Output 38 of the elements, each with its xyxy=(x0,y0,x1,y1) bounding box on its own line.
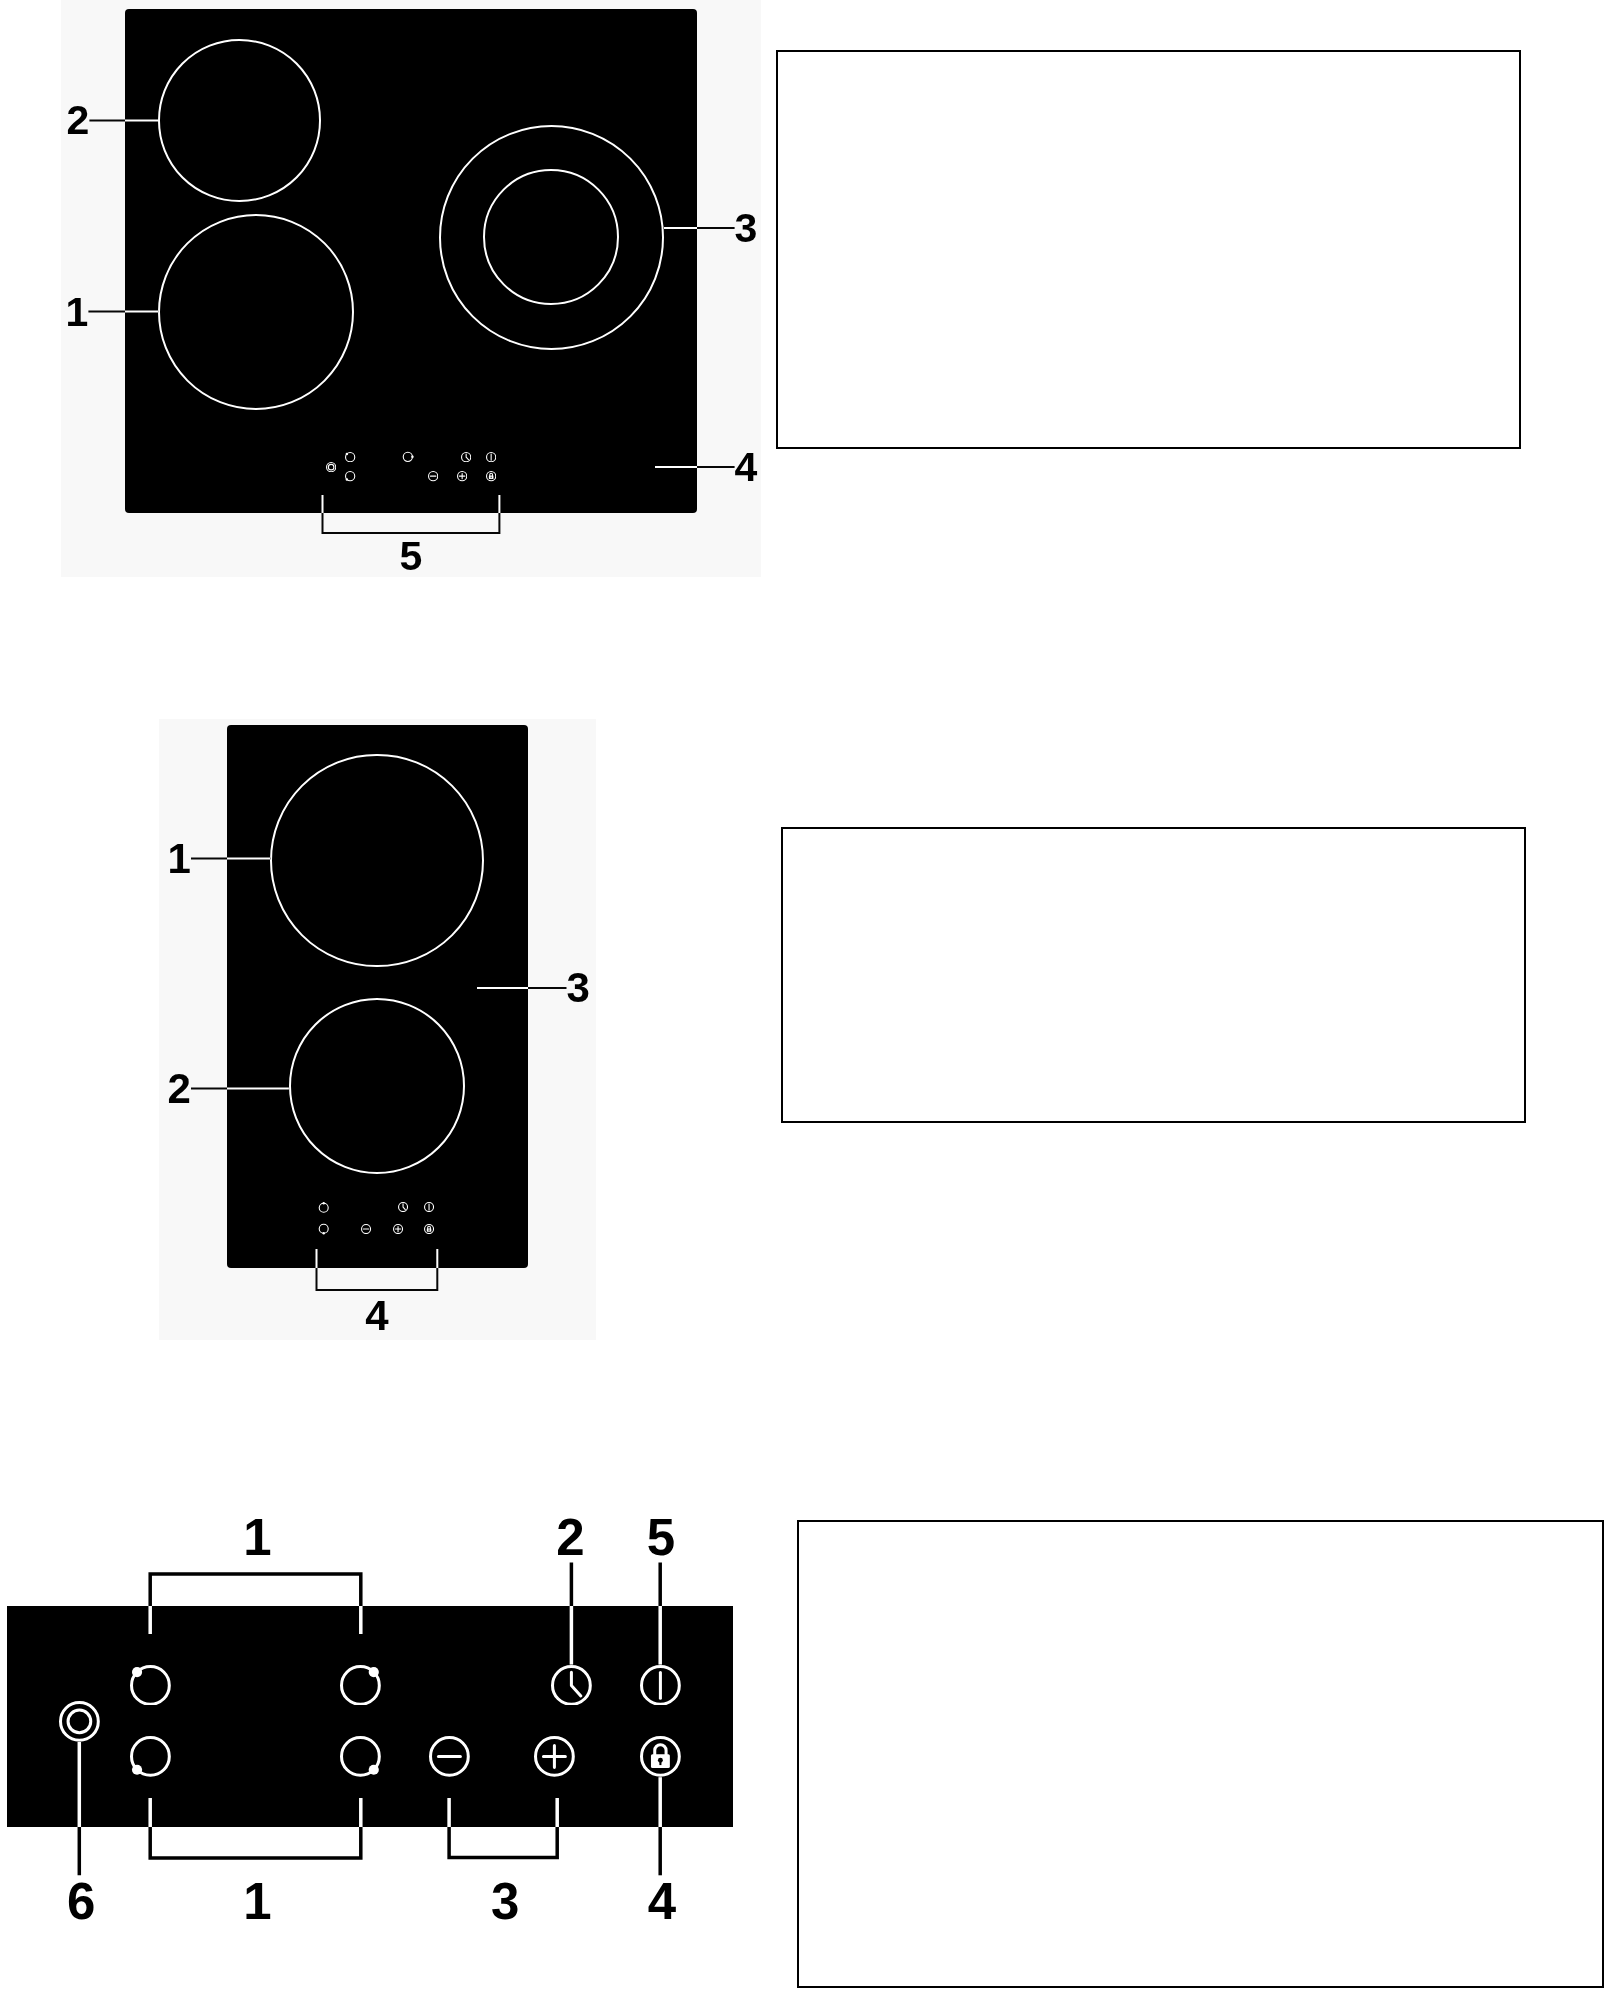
power-icon xyxy=(639,1664,681,1706)
dual-cooking-zone xyxy=(438,124,664,350)
cooking-zone xyxy=(158,213,355,410)
callout-number: 1 xyxy=(243,1875,272,1927)
callout-number: 2 xyxy=(167,1067,191,1110)
cooking-zone xyxy=(158,39,321,202)
callout-number: 2 xyxy=(556,1511,585,1563)
leader-line xyxy=(658,1777,662,1876)
callout-number: 4 xyxy=(365,1295,389,1337)
leader-line xyxy=(658,1562,662,1665)
leader-line xyxy=(190,1087,290,1090)
lock-icon xyxy=(639,1736,681,1778)
callout-number: 1 xyxy=(65,291,89,333)
cooking-zone xyxy=(288,997,466,1174)
leader-line xyxy=(654,466,736,468)
callout-number: 4 xyxy=(647,1875,677,1927)
leader-line xyxy=(88,119,159,122)
callout-number: 3 xyxy=(734,207,758,249)
leader-line xyxy=(476,987,568,989)
cooking-zone xyxy=(270,754,484,968)
callout-number: 4 xyxy=(734,446,758,488)
callout-number: 6 xyxy=(67,1875,96,1927)
callout-number: 2 xyxy=(66,99,90,141)
leader-line xyxy=(87,310,160,313)
double-ring-icon xyxy=(58,1701,100,1742)
callout-number: 5 xyxy=(399,535,423,577)
callout-number: 3 xyxy=(491,1875,520,1927)
callout-number: 1 xyxy=(243,1511,272,1563)
leader-line xyxy=(569,1562,574,1665)
leader-line xyxy=(662,227,736,229)
callout-number: 5 xyxy=(646,1511,676,1563)
leader-line xyxy=(77,1741,82,1876)
callout-number: 3 xyxy=(566,967,590,1009)
clock-icon xyxy=(551,1664,592,1706)
callout-number: 1 xyxy=(167,837,191,880)
cooktop xyxy=(227,725,528,1268)
leader-line xyxy=(190,857,272,860)
cooktop xyxy=(125,9,697,513)
